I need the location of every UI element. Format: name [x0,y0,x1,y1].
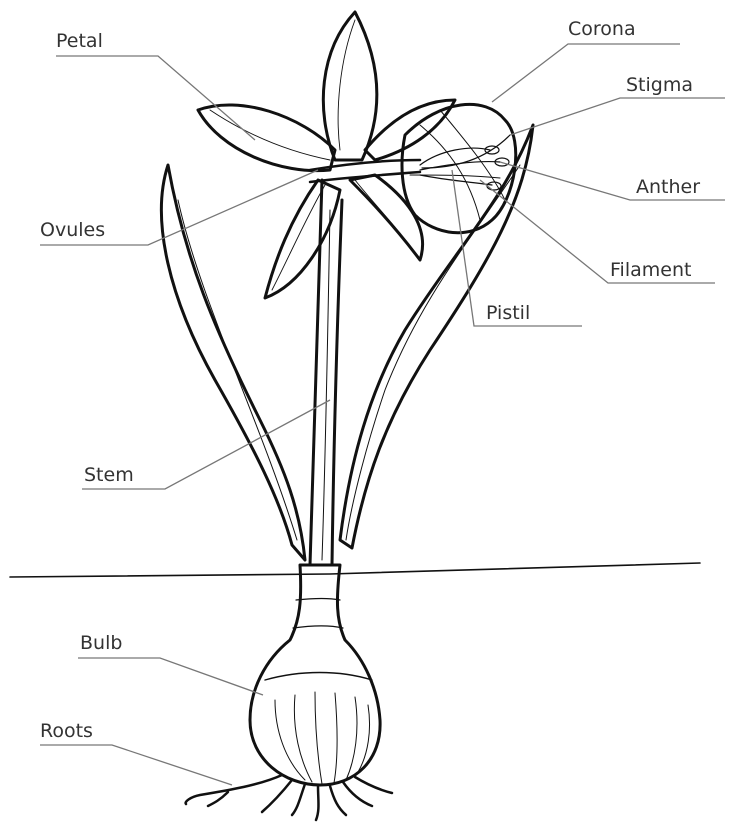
left-leaf [161,165,305,560]
label-petal: Petal [56,30,103,52]
label-filament: Filament [610,259,691,281]
roots-leader [40,745,232,785]
label-stigma: Stigma [626,74,693,96]
label-roots: Roots [40,720,93,742]
label-bulb: Bulb [80,632,122,654]
label-pistil: Pistil [486,302,530,324]
petal-leader [56,56,255,140]
bulb-leader [78,658,263,695]
stigma-leader [510,98,725,135]
ground-line [10,563,700,577]
roots-shape [186,775,392,820]
stem [310,180,342,565]
label-anther: Anther [636,176,700,198]
bulb-shape [250,565,380,785]
label-corona: Corona [568,18,636,40]
label-stem: Stem [84,464,134,486]
label-ovules: Ovules [40,219,105,241]
upper-left-petal [198,105,335,171]
